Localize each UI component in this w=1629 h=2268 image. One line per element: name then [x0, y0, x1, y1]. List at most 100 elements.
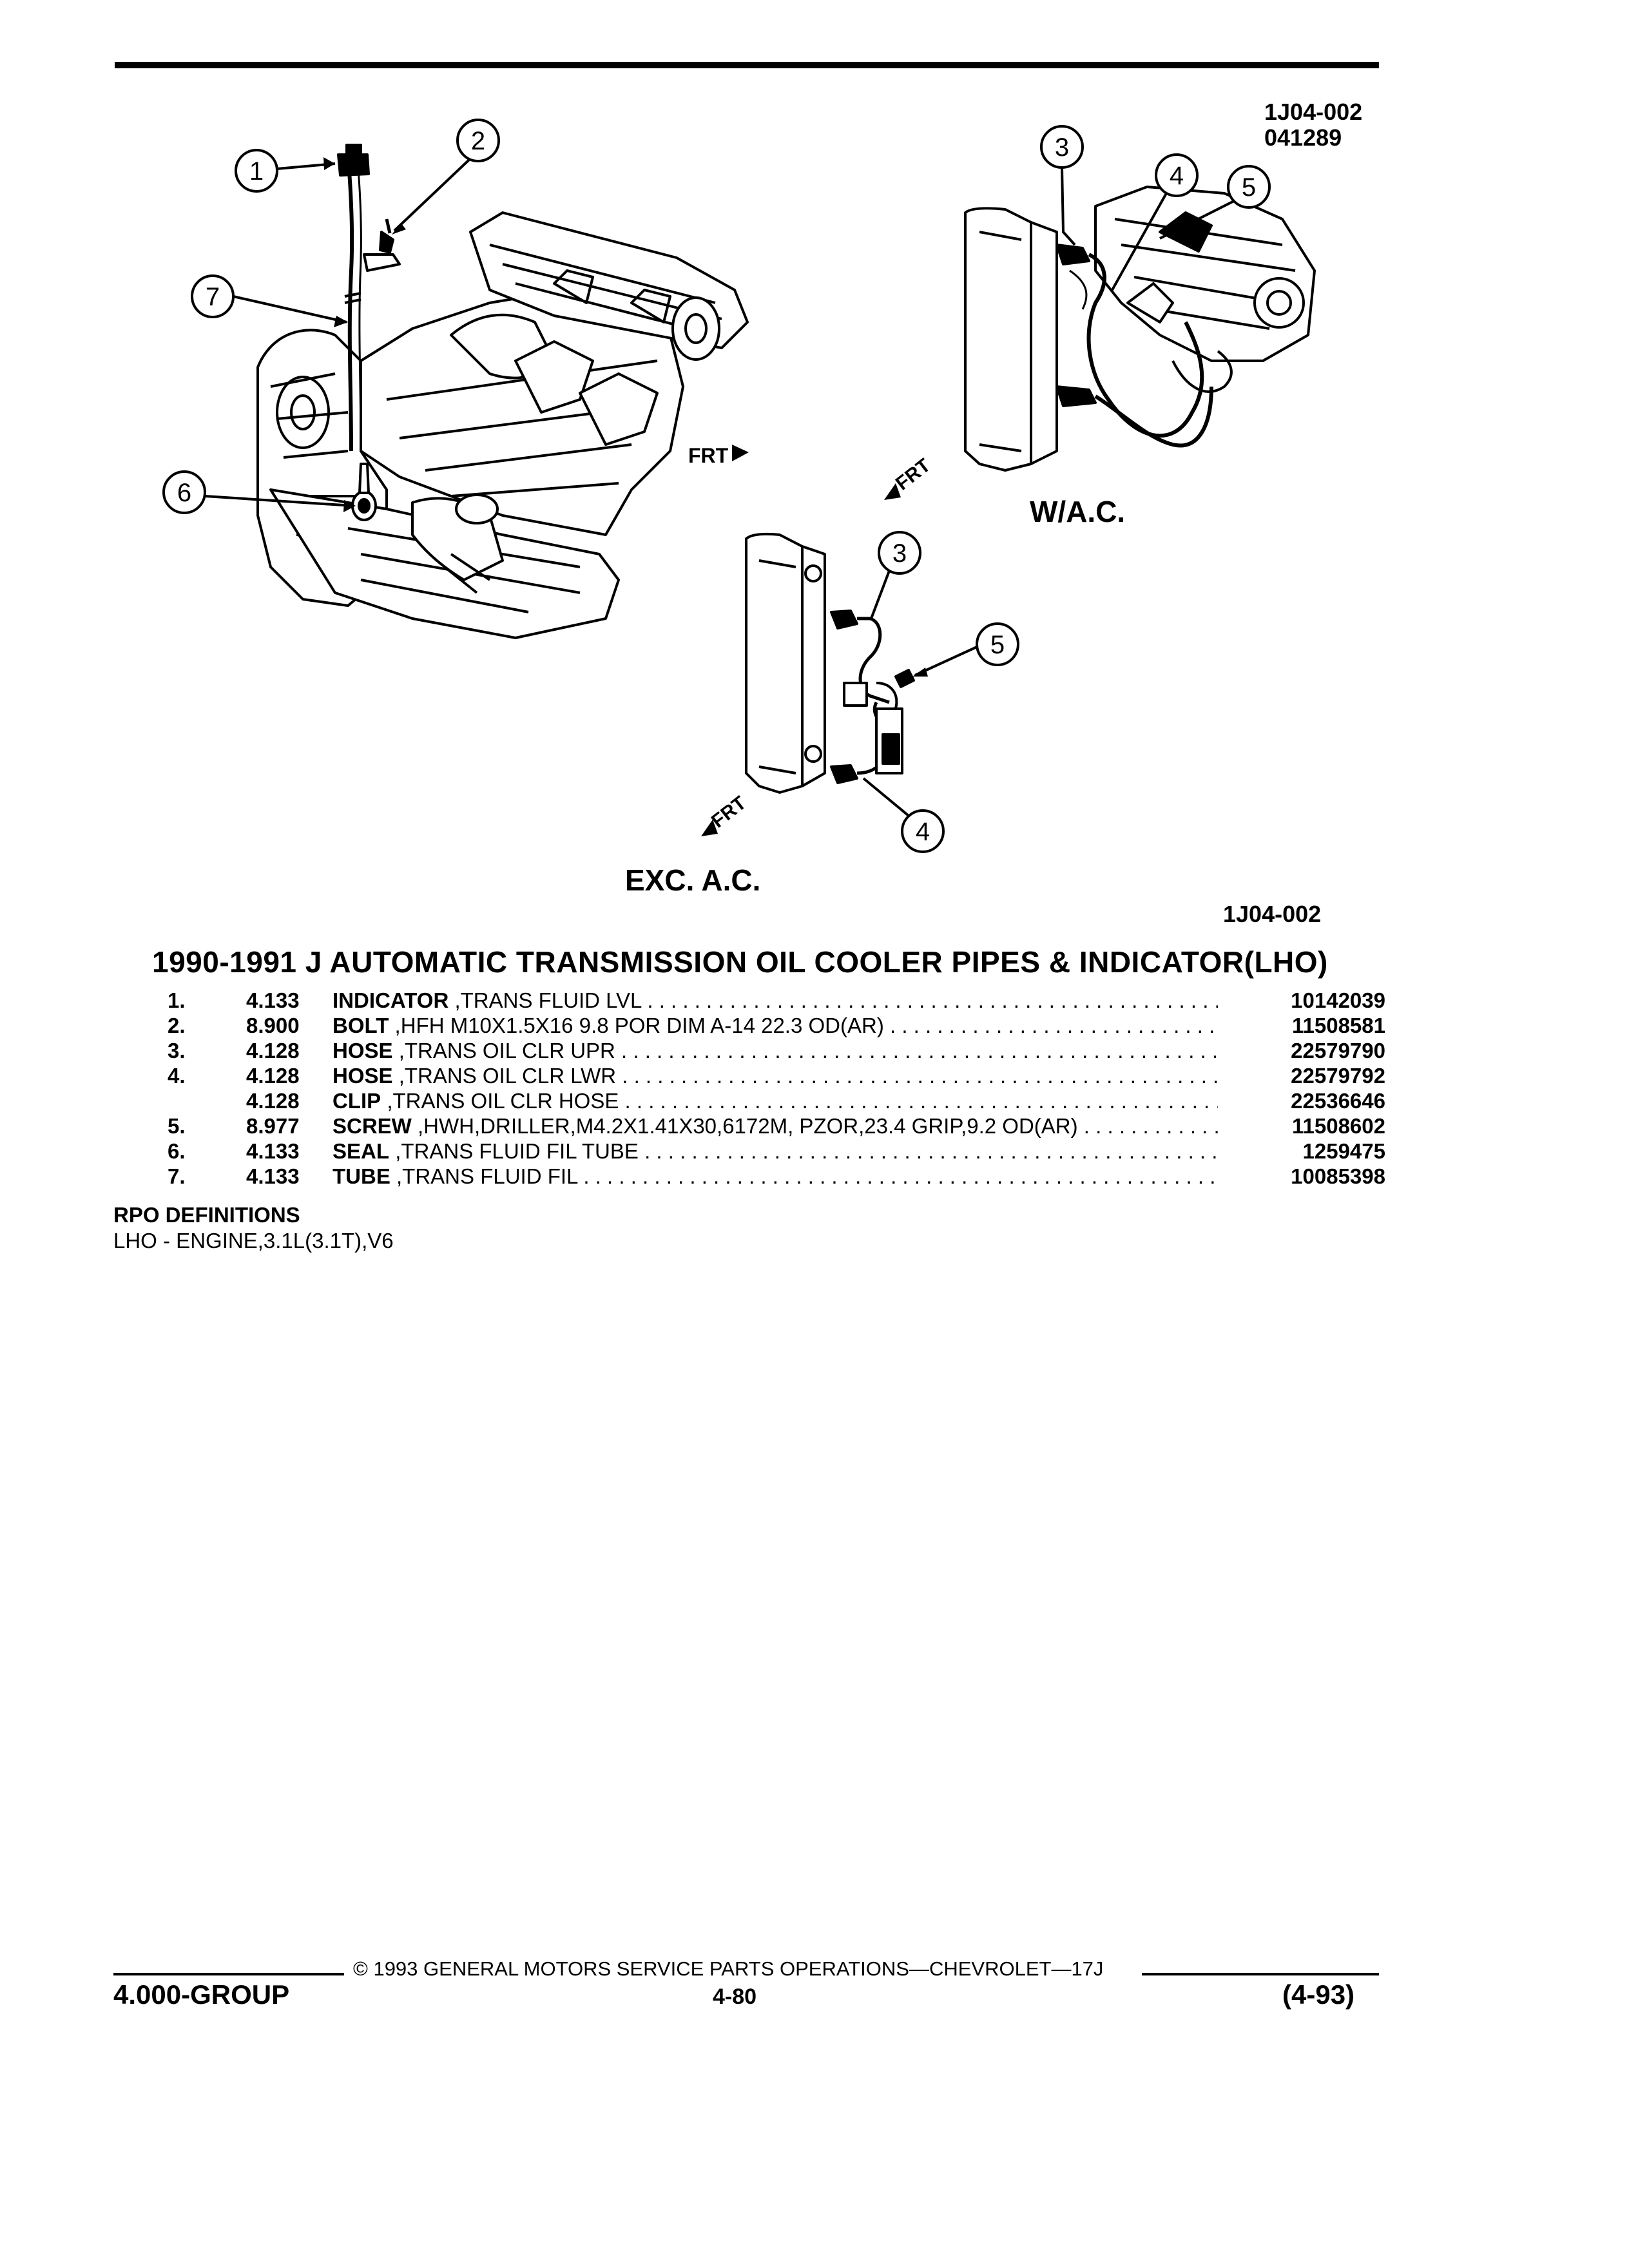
- engine-drawing: [256, 144, 749, 639]
- part-desc: ,TRANS FLUID FIL TUBE: [395, 1139, 639, 1163]
- part-description: HOSE ,TRANS OIL CLR UPR: [333, 1039, 1218, 1063]
- item-number: 2.: [168, 1014, 186, 1037]
- footer-copyright: © 1993 GENERAL MOTORS SERVICE PARTS OPER…: [353, 1957, 1104, 1980]
- part-description: TUBE ,TRANS FLUID FIL: [333, 1164, 1218, 1189]
- item-number: 4.: [168, 1064, 186, 1088]
- part-desc: ,TRANS OIL CLR LWR: [398, 1064, 617, 1088]
- group-number: 4.133: [246, 1139, 300, 1163]
- parts-illustration: FRT W/A.C. FRT: [162, 119, 1316, 897]
- callout-7: 7: [206, 283, 220, 311]
- part-row: 6. 4.133 SEAL ,TRANS FLUID FIL TUBE 1259…: [168, 1139, 1385, 1164]
- group-number: 4.133: [246, 988, 300, 1012]
- callout-2: 2: [471, 127, 485, 155]
- callout-5-circle: [1227, 165, 1271, 209]
- part-name: INDICATOR: [333, 988, 449, 1012]
- part-row: 7. 4.133 TUBE ,TRANS FLUID FIL 10085398: [168, 1164, 1385, 1189]
- part-number: 10085398: [1291, 1164, 1385, 1188]
- frt-label-wac: FRT: [892, 455, 934, 495]
- item-number: 7.: [168, 1164, 186, 1188]
- callout-6: 6: [177, 479, 191, 507]
- group-number: 8.900: [246, 1014, 300, 1037]
- part-row: 4.128 CLIP ,TRANS OIL CLR HOSE 22536646: [168, 1089, 1385, 1114]
- group-number: 4.128: [246, 1089, 300, 1113]
- part-desc: ,TRANS OIL CLR HOSE: [387, 1089, 619, 1113]
- part-number: 22536646: [1291, 1089, 1385, 1113]
- part-row: 4. 4.128 HOSE ,TRANS OIL CLR LWR 2257979…: [168, 1064, 1385, 1089]
- part-desc: ,HFH M10X1.5X16 9.8 POR DIM A-14 22.3 OD…: [394, 1014, 884, 1037]
- page-number: 4-80: [713, 1984, 757, 2009]
- group-number: 4.133: [246, 1164, 300, 1188]
- part-name: BOLT: [333, 1014, 389, 1037]
- part-row: 1. 4.133 INDICATOR ,TRANS FLUID LVL 1014…: [168, 988, 1385, 1014]
- part-name: HOSE: [333, 1039, 393, 1062]
- callout-4: 4: [1170, 162, 1184, 190]
- part-name: HOSE: [333, 1064, 393, 1088]
- frt-label-engine: FRT: [688, 444, 729, 467]
- figure-ref: 1J04-002: [1223, 901, 1322, 927]
- callout-4-circle: [901, 809, 945, 853]
- part-description: SCREW ,HWH,DRILLER,M4.2X1.41X30,6172M, P…: [333, 1114, 1218, 1139]
- part-row: 3. 4.128 HOSE ,TRANS OIL CLR UPR 2257979…: [168, 1039, 1385, 1064]
- item-number: 6.: [168, 1139, 186, 1163]
- rpo-definitions: RPO DEFINITIONS LHO - ENGINE,3.1L(3.1T),…: [113, 1202, 394, 1254]
- footer-rule-left: [113, 1973, 344, 1975]
- rpo-heading: RPO DEFINITIONS: [113, 1203, 300, 1227]
- callout-3: 3: [892, 539, 907, 568]
- footer-date: (4-93): [1282, 1979, 1355, 2010]
- label-wac: W/A.C.: [1030, 495, 1125, 528]
- part-row: 5. 8.977 SCREW ,HWH,DRILLER,M4.2X1.41X30…: [168, 1114, 1385, 1139]
- footer-rule-right: [1142, 1973, 1379, 1975]
- section-title: 1990-1991 J AUTOMATIC TRANSMISSION OIL C…: [152, 945, 1328, 979]
- exc-ac-radiator-drawing: [745, 532, 915, 794]
- part-desc: ,TRANS FLUID FIL: [396, 1164, 578, 1188]
- label-exc-ac: EXC. A.C.: [625, 863, 760, 897]
- part-description: INDICATOR ,TRANS FLUID LVL: [333, 988, 1218, 1013]
- callout-5: 5: [990, 631, 1005, 659]
- part-number: 22579790: [1291, 1039, 1385, 1062]
- part-desc: ,TRANS FLUID LVL: [454, 988, 642, 1012]
- callout-5: 5: [1242, 173, 1256, 202]
- callout-4-circle: [1155, 153, 1199, 197]
- figure-id-line: 1J04-002: [1264, 99, 1363, 125]
- frt-arrow-icon: [732, 445, 749, 461]
- group-number: 8.977: [246, 1114, 300, 1138]
- part-number: 10142039: [1291, 988, 1385, 1012]
- callout-3-circle: [878, 531, 921, 575]
- item-number: 1.: [168, 988, 186, 1012]
- callout-3: 3: [1055, 133, 1069, 162]
- part-number: 22579792: [1291, 1064, 1385, 1088]
- callout-6-circle: [162, 470, 206, 514]
- item-number: 3.: [168, 1039, 186, 1062]
- part-number: 11508581: [1291, 1014, 1385, 1037]
- group-number: 4.128: [246, 1064, 300, 1088]
- item-number: 5.: [168, 1114, 186, 1138]
- part-number: 1259475: [1302, 1139, 1385, 1163]
- callout-2-circle: [456, 119, 500, 162]
- group-number: 4.128: [246, 1039, 300, 1062]
- figure-date-code: 041289: [1264, 124, 1342, 151]
- part-row: 2. 8.900 BOLT ,HFH M10X1.5X16 9.8 POR DI…: [168, 1014, 1385, 1039]
- part-description: CLIP ,TRANS OIL CLR HOSE: [333, 1089, 1218, 1113]
- part-name: TUBE: [333, 1164, 390, 1188]
- parts-list: 1. 4.133 INDICATOR ,TRANS FLUID LVL 1014…: [168, 988, 1385, 1189]
- callout-5-circle: [976, 622, 1019, 666]
- part-name: SEAL: [333, 1139, 390, 1163]
- frt-arrow-icon: [884, 483, 901, 500]
- footer-group: 4.000-GROUP: [113, 1979, 290, 2010]
- callout-1: 1: [249, 157, 264, 186]
- top-rule: [115, 62, 1379, 68]
- figure-id: 1J04-002 041289: [1264, 99, 1362, 151]
- callout-1-circle: [235, 149, 278, 193]
- part-name: CLIP: [333, 1089, 381, 1113]
- frt-arrow-icon: [701, 820, 718, 836]
- rpo-line: LHO - ENGINE,3.1L(3.1T),V6: [113, 1229, 394, 1253]
- part-description: SEAL ,TRANS FLUID FIL TUBE: [333, 1139, 1218, 1164]
- part-desc: ,HWH,DRILLER,M4.2X1.41X30,6172M, PZOR,23…: [418, 1114, 1078, 1138]
- part-description: BOLT ,HFH M10X1.5X16 9.8 POR DIM A-14 22…: [333, 1014, 1218, 1038]
- part-description: HOSE ,TRANS OIL CLR LWR: [333, 1064, 1218, 1088]
- wac-radiator-drawing: [964, 186, 1316, 472]
- part-name: SCREW: [333, 1114, 412, 1138]
- part-number: 11508602: [1291, 1114, 1385, 1138]
- callout-4: 4: [916, 818, 930, 846]
- part-desc: ,TRANS OIL CLR UPR: [398, 1039, 615, 1062]
